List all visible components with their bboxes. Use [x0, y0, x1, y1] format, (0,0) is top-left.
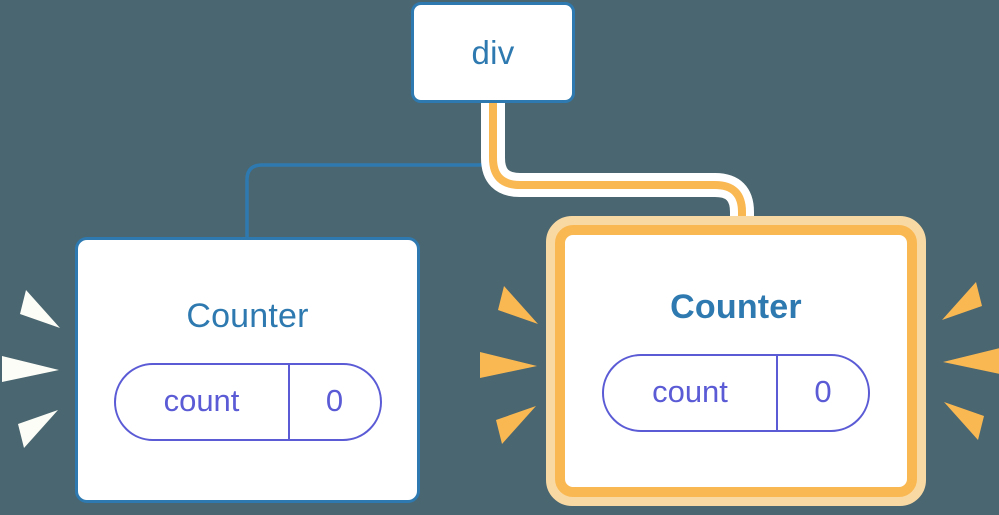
node-counter-left-label: Counter [186, 297, 309, 335]
state-pill-key: count [163, 383, 240, 418]
sparkle-ray-bottom [944, 402, 984, 440]
state-pill-value: 0 [776, 356, 868, 430]
node-counter-right-label: Counter [670, 288, 802, 326]
node-counter-left[interactable]: Counter count 0 [75, 237, 420, 503]
edge-div-to-counter-left [245, 101, 495, 242]
sparkle-ray-bottom [18, 410, 58, 448]
sparkles-right-outer [942, 282, 999, 440]
sparkle-ray-middle [480, 352, 537, 378]
sparkle-ray-middle [943, 348, 999, 374]
node-counter-right-highlight-glow: Counter count 0 [546, 216, 926, 506]
node-div-label: div [471, 34, 515, 71]
state-pill-counter-left[interactable]: count 0 [113, 363, 382, 441]
node-div[interactable]: div [411, 2, 575, 103]
state-pill-counter-right[interactable]: count 0 [602, 354, 870, 432]
state-pill-value: 0 [287, 365, 380, 439]
sparkle-ray-top [20, 290, 60, 328]
sparkle-ray-top [498, 286, 538, 324]
sparkle-ray-top [942, 282, 982, 320]
sparkles-mid-left [480, 286, 538, 444]
state-pill-key: count [652, 374, 728, 409]
node-counter-right[interactable]: Counter count 0 [555, 225, 917, 497]
sparkle-ray-middle [2, 356, 59, 382]
sparkles-left-outer [2, 290, 60, 448]
sparkle-ray-bottom [496, 406, 536, 444]
